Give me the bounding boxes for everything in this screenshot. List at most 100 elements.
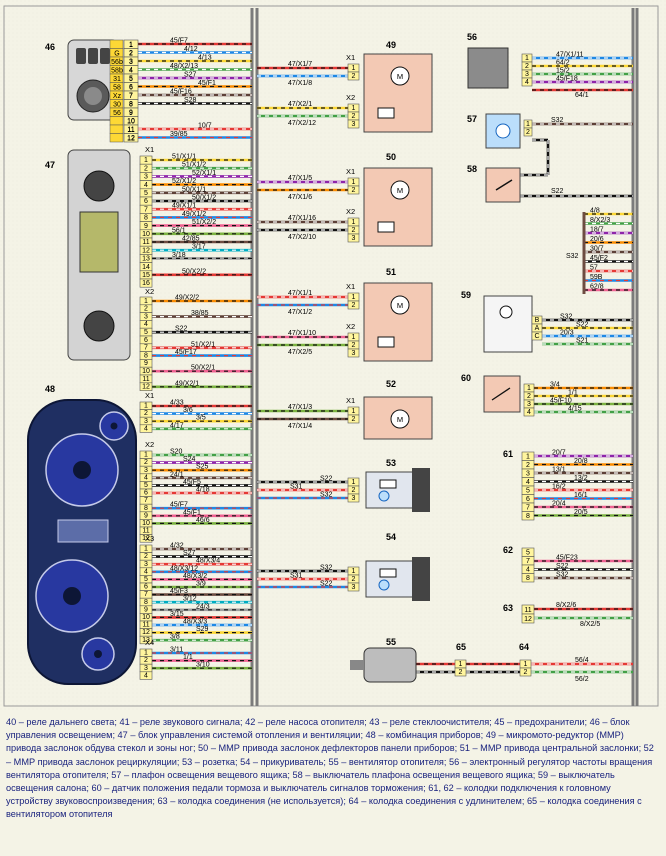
- c50x1-pin: [347, 185, 360, 195]
- c48-wire-label: 3/6: [183, 407, 193, 414]
- c46-pin-label: 30: [113, 102, 121, 109]
- c46-pin-number: 3: [129, 59, 133, 66]
- c48-wire-label: 46/6: [196, 517, 210, 524]
- splice-wire-label: 18/7: [590, 227, 604, 234]
- wires-layer: [138, 42, 633, 674]
- c47-wire2-label: 50/X2/1: [191, 365, 215, 372]
- bulb-icon: [495, 123, 511, 139]
- c50-label-d: 47/X2/10: [288, 234, 316, 241]
- c47-wire-label: 51/X2/2: [192, 219, 216, 226]
- c61-wire-label: 20/4: [552, 501, 566, 508]
- switch-icon: [100, 48, 110, 64]
- motor-icon: [390, 409, 410, 429]
- c46-pin-number: 10: [127, 119, 135, 126]
- splice-wire-label: 62/8: [590, 284, 604, 291]
- c61-wire-label: 20/5: [574, 509, 588, 516]
- c53-wire-label: S32: [320, 492, 333, 499]
- c47x1-pin-number: 12: [142, 247, 150, 254]
- c65-pin-number: 1: [459, 661, 463, 668]
- c47-wire2-label: 49/X2/1: [175, 380, 199, 387]
- c48-wire-label: 3/8: [170, 634, 180, 641]
- gauge-hub-icon: [63, 587, 81, 605]
- cigarette-lighter-54: 123: [347, 557, 430, 601]
- c49-label-d: 47/X2/12: [288, 120, 316, 127]
- c61-pin-number: 8: [526, 513, 530, 520]
- c47x1-pin-number: 13: [142, 256, 150, 263]
- c46-pin-number: 9: [129, 110, 133, 117]
- c56-wire-label: 64/2: [556, 60, 570, 67]
- c65-pin: [454, 667, 467, 677]
- c59-wire-label: S22: [576, 322, 589, 329]
- motor-icon: [390, 295, 410, 315]
- c48x2-pin-number: 2: [144, 459, 148, 466]
- fan-motor-body: [363, 647, 417, 683]
- c50-x1-label: X1: [346, 167, 355, 176]
- c47x2-pin-number: 6: [144, 337, 148, 344]
- c46-pin-number: 10: [127, 118, 135, 125]
- c47-wire-label: 51/X1/2: [182, 162, 206, 169]
- c48x3-pin-number: 11: [142, 622, 149, 629]
- splice-wire-label: 59B: [590, 274, 603, 281]
- c60-wire-label: 4/15: [568, 406, 582, 413]
- motor-symbol: M: [397, 301, 403, 310]
- c48x3-pin-number: 6: [144, 584, 148, 591]
- c62-pin-number: 4: [526, 567, 530, 574]
- c47x1-pin-number: 6: [144, 198, 148, 205]
- c64-pin-number: 2: [524, 669, 528, 676]
- knob-center-icon: [84, 87, 102, 105]
- c47-wire-label: 50/X2/2: [182, 268, 206, 275]
- c61-wire-label: 20/7: [552, 450, 566, 457]
- c48-wire-label: 4/18: [196, 487, 210, 494]
- c62-pin: [521, 573, 535, 583]
- bulb-icon: [499, 305, 513, 319]
- splice-wire-label: 45/F2: [590, 255, 608, 262]
- motor-icon: [390, 66, 410, 86]
- c56-pin-number: 4: [525, 79, 529, 86]
- c51x2-pin-number: 3: [352, 350, 356, 357]
- c47x2-pin-number: 9: [144, 360, 148, 367]
- c61-wire-label: 16/1: [574, 492, 588, 499]
- c46-wire-label: 4/12: [184, 46, 198, 53]
- c46-pin-label-box: [109, 116, 124, 126]
- c47x1-pin-number: 5: [144, 190, 148, 197]
- c48x4-pin: [139, 671, 153, 680]
- figure-caption: 40 – реле дальнего света; 41 – реле звук…: [6, 716, 660, 822]
- c47x1-pin-number: 10: [142, 231, 150, 238]
- power-socket-53-plug: [412, 468, 430, 512]
- diagram-frame: [3, 5, 659, 707]
- motor-housing: [363, 282, 433, 362]
- c47x2-pin-number: 12: [142, 384, 150, 391]
- block-number-58: 58: [467, 164, 477, 174]
- cigarette-lighter-54-plug: [412, 557, 430, 601]
- c47x1-pin-number: 16: [142, 280, 150, 287]
- c46-pin-number: 2: [129, 50, 133, 57]
- c48x3-pin-number: 5: [144, 576, 148, 583]
- block-number-46: 46: [45, 42, 55, 52]
- c58-wire-label: S22: [551, 188, 564, 195]
- c47-wire-label: 56/1: [172, 227, 186, 234]
- c46-pin-label: 58: [113, 85, 121, 92]
- c46-pin-label: 31: [113, 76, 121, 83]
- c48x3-pin-number: 8: [144, 599, 148, 606]
- c47x1-pin-number: 14: [142, 264, 150, 271]
- c56-wire-label: 45/F18: [556, 76, 578, 83]
- c46-wire-label: 39/85: [170, 131, 188, 138]
- components-layer: 123456789101112G56b58b3158Xz305612345678…: [27, 39, 586, 685]
- c63-pin-number: 12: [524, 616, 532, 623]
- c52-x1-label: X1: [346, 396, 355, 405]
- c57-pin-number: 2: [526, 129, 530, 136]
- c47x2-pin-number: 7: [144, 345, 148, 352]
- c59-wire-label: 20/3: [560, 330, 574, 337]
- lamp-icon: [378, 490, 390, 502]
- c46-pin-label-box: [109, 133, 124, 143]
- c47-wire2-label: 51/X2/1: [191, 341, 215, 348]
- fan-knob-icon: [83, 170, 115, 202]
- c46-pin-number: 1: [129, 42, 133, 49]
- c63-pin-number: 11: [524, 607, 531, 614]
- c49-label-a: 47/X1/7: [288, 61, 312, 68]
- c50x2-pin: [347, 233, 360, 243]
- c48x2-pin-number: 12: [142, 535, 150, 542]
